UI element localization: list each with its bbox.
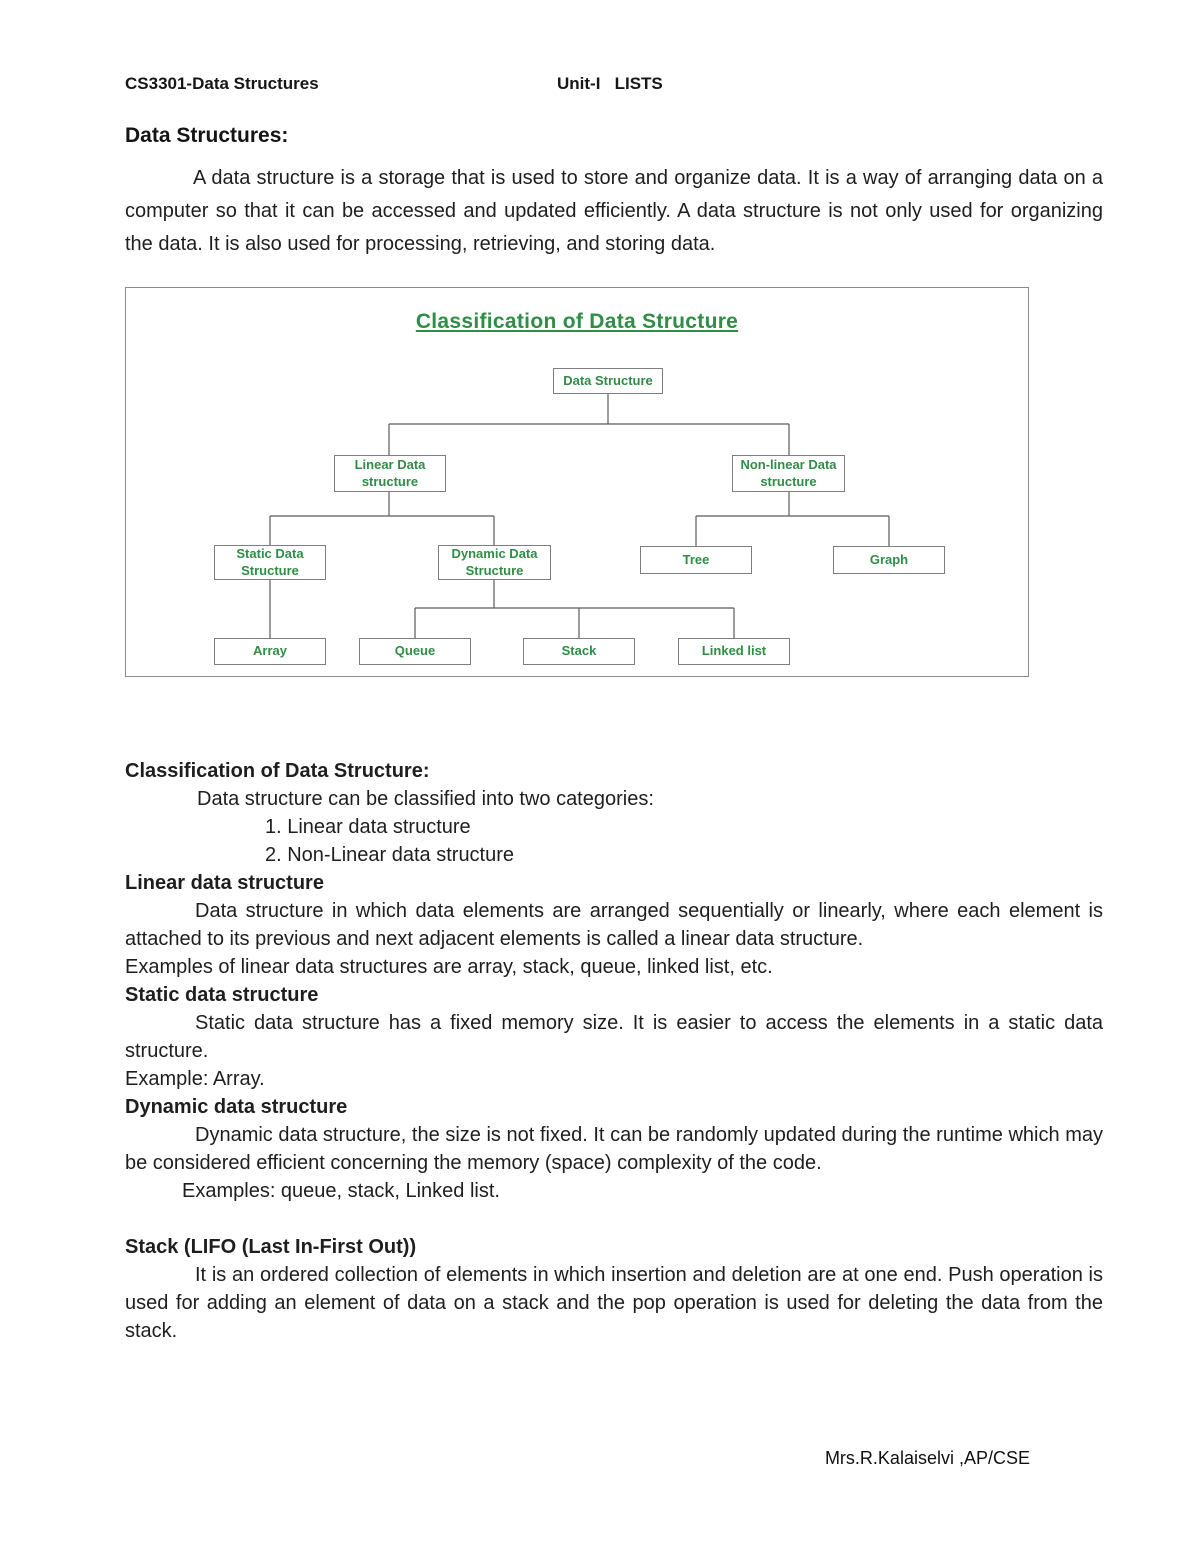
node-non-linear-data-structure: Non-linear Data structure xyxy=(732,455,845,492)
node-linked-list: Linked list xyxy=(678,638,790,665)
static-example: Example: Array. xyxy=(125,1068,265,1090)
stack-paragraph: It is an ordered collection of elements … xyxy=(125,1264,1103,1342)
dynamic-examples: Examples: queue, stack, Linked list. xyxy=(182,1180,500,1202)
node-data-structure: Data Structure xyxy=(553,368,663,394)
dynamic-paragraph: Dynamic data structure, the size is not … xyxy=(125,1124,1103,1174)
node-array: Array xyxy=(214,638,326,665)
heading-linear-data-structure: Linear data structure xyxy=(125,872,324,894)
classification-diagram: Classification of Data Structure Data St… xyxy=(125,287,1029,677)
heading-stack-lifo: Stack (LIFO (Last In-First Out)) xyxy=(125,1236,417,1258)
course-code: CS3301-Data Structures xyxy=(125,74,319,93)
node-queue: Queue xyxy=(359,638,471,665)
diagram-title: Classification of Data Structure xyxy=(415,310,739,333)
node-linear-data-structure: Linear Data structure xyxy=(334,455,446,492)
linear-paragraph: Data structure in which data elements ar… xyxy=(125,900,1103,950)
heading-static-data-structure: Static data structure xyxy=(125,984,319,1006)
unit-label: Unit-I LISTS xyxy=(557,74,663,93)
classification-item-linear: 1. Linear data structure xyxy=(265,816,471,838)
heading-dynamic-data-structure: Dynamic data structure xyxy=(125,1096,348,1118)
page-header: CS3301-Data Structures Unit-I LISTS xyxy=(125,74,1103,98)
heading-data-structures: Data Structures: xyxy=(125,124,289,147)
diagram-connector-lines xyxy=(269,394,890,638)
node-stack: Stack xyxy=(523,638,635,665)
author-signature: Mrs.R.Kalaiselvi ,AP/CSE xyxy=(824,1448,1030,1468)
node-dynamic-data-structure: Dynamic Data Structure xyxy=(438,545,551,580)
classification-item-nonlinear: 2. Non-Linear data structure xyxy=(265,844,515,866)
node-static-data-structure: Static Data Structure xyxy=(214,545,326,580)
linear-examples: Examples of linear data structures are a… xyxy=(125,956,773,978)
static-paragraph: Static data structure has a fixed memory… xyxy=(125,1012,1103,1062)
heading-classification: Classification of Data Structure: xyxy=(125,760,430,782)
classification-intro: Data structure can be classified into tw… xyxy=(197,788,654,810)
intro-paragraph: A data structure is a storage that is us… xyxy=(125,167,1103,255)
node-graph: Graph xyxy=(833,546,945,574)
node-tree: Tree xyxy=(640,546,752,574)
